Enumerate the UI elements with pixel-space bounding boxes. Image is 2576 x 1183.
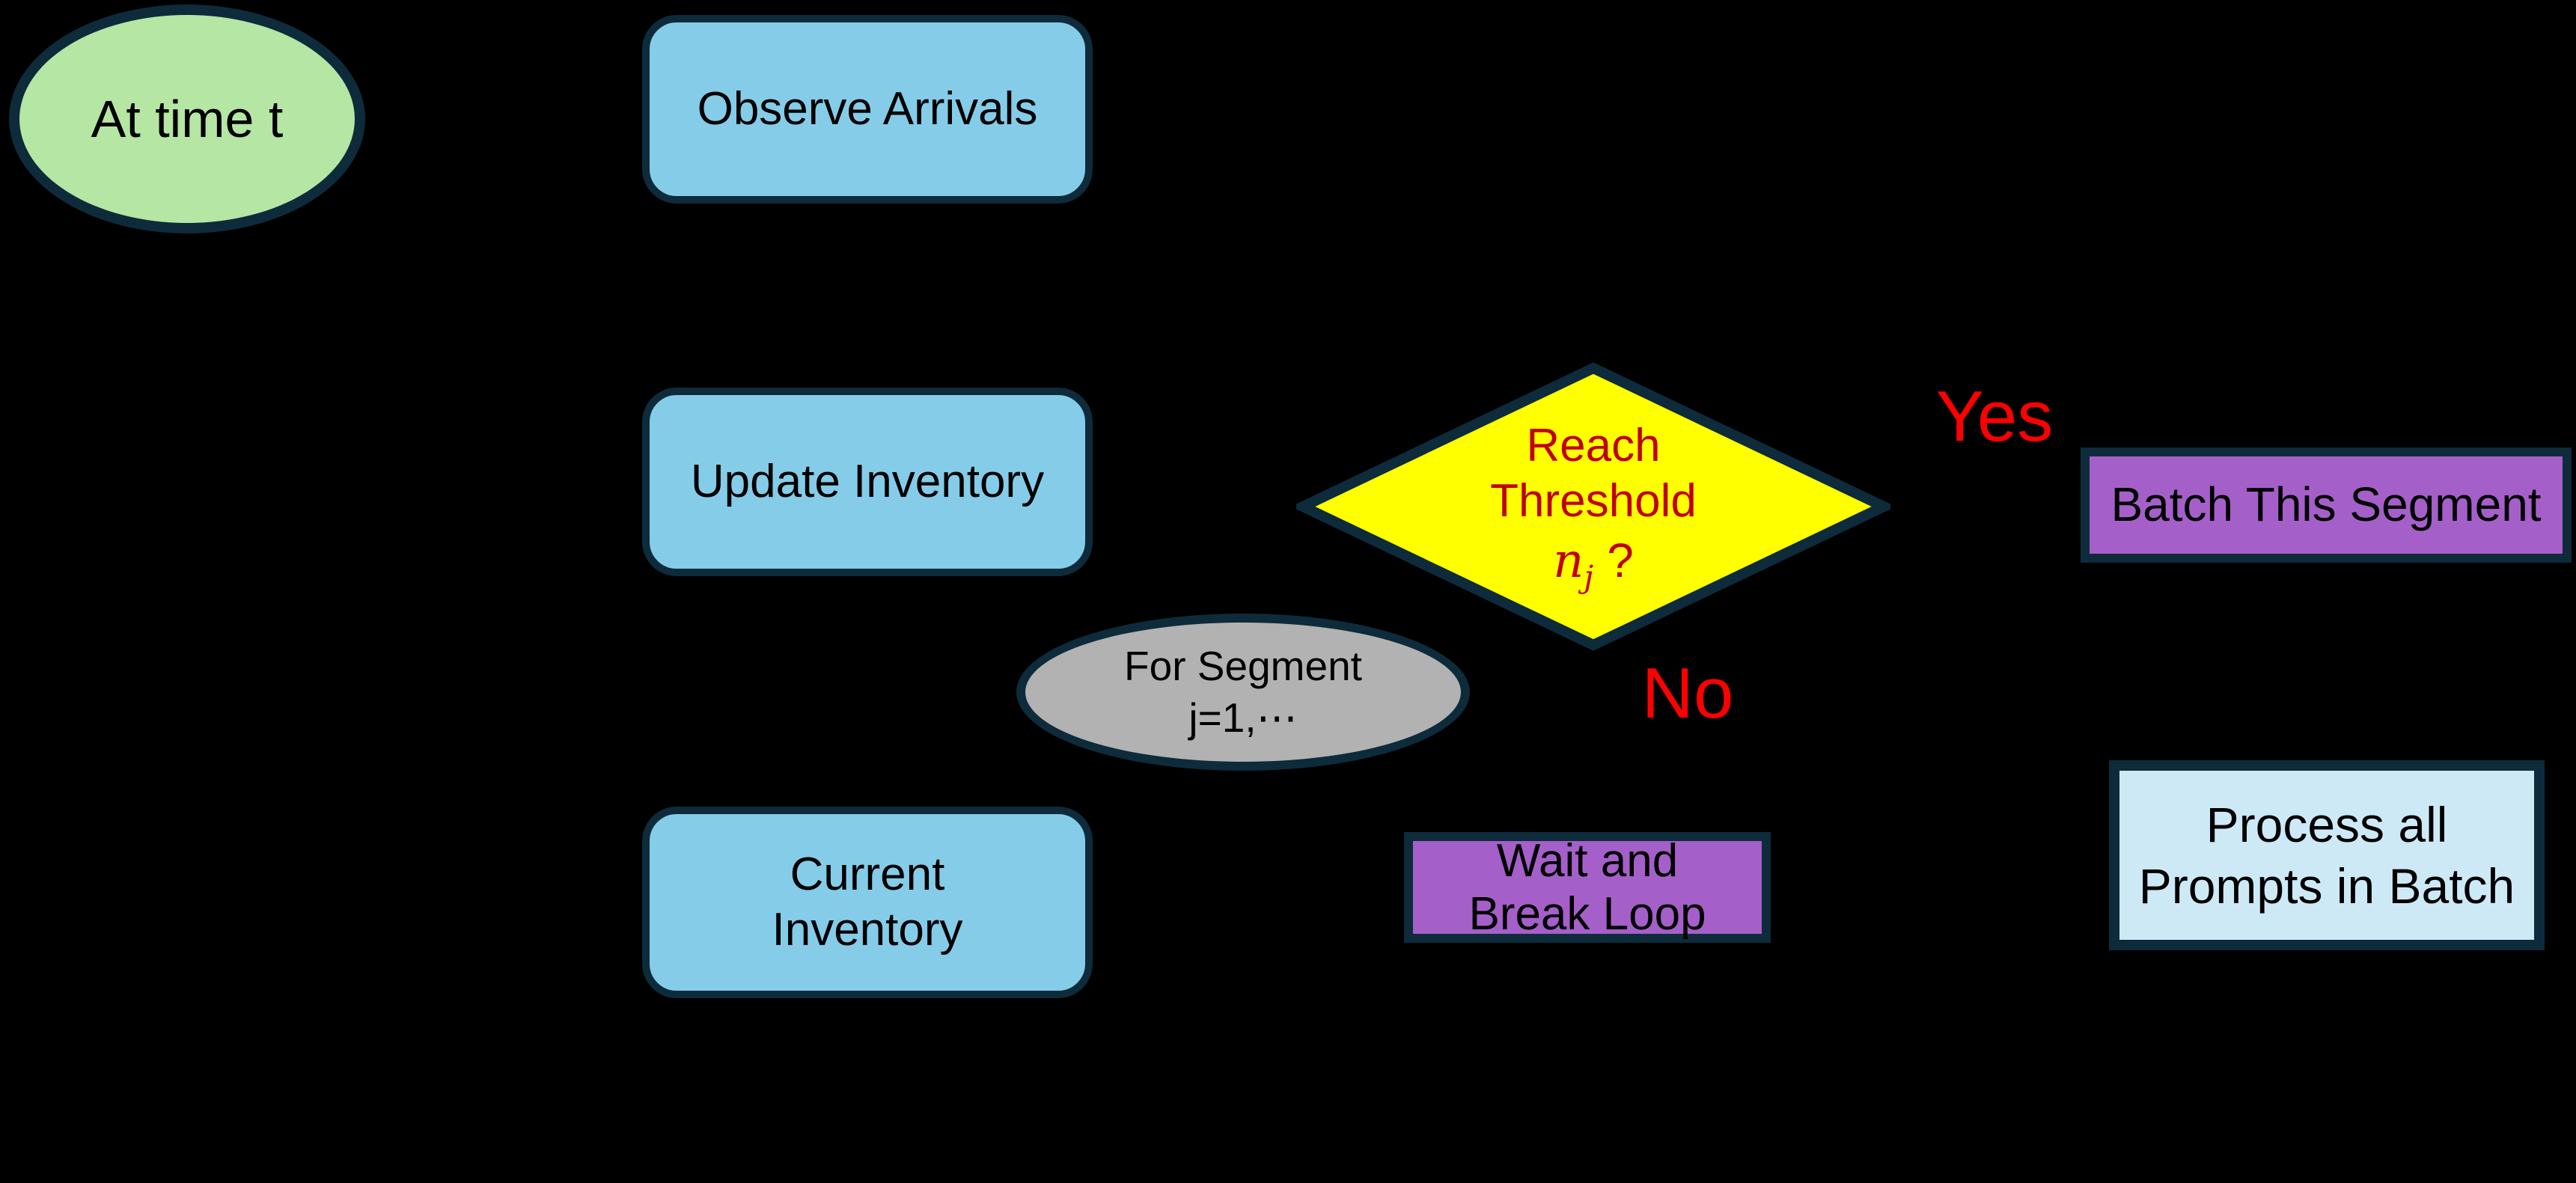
start-node: At time t: [9, 4, 365, 233]
current-inventory-label-line1: Current: [790, 848, 945, 900]
for-segment-loop-node: For Segment j=1,⋯: [1016, 614, 1470, 771]
no-edge-label: No: [1641, 653, 1734, 733]
decision-label-line2: Threshold: [1490, 474, 1697, 527]
batch-segment-label: Batch This Segment: [2110, 477, 2542, 532]
for-segment-label-line1: For Segment: [1124, 643, 1362, 690]
current-inventory-label-line2: Inventory: [772, 904, 963, 956]
decision-diamond-shape: [1296, 362, 1890, 651]
wait-break-label-line2: Break Loop: [1468, 888, 1706, 940]
math-variable-n: n: [1553, 533, 1584, 589]
observe-arrivals-label: Observe Arrivals: [697, 82, 1038, 135]
decision-math-line: nj?: [1553, 533, 1634, 595]
yes-edge-label: Yes: [1935, 376, 2054, 456]
decision-node: Reach Threshold nj?: [1296, 361, 1890, 652]
for-segment-label-line2: j=1,⋯: [1188, 694, 1298, 741]
update-inventory-label: Update Inventory: [690, 455, 1045, 507]
wait-break-label-line1: Wait and: [1496, 834, 1679, 887]
process-batch-label-line1: Process all: [2206, 796, 2448, 852]
start-node-label: At time t: [91, 90, 284, 148]
current-inventory-node: Current Inventory: [642, 807, 1093, 998]
process-batch-node: Process all Prompts in Batch: [2109, 760, 2545, 950]
observe-arrivals-node: Observe Arrivals: [642, 15, 1093, 204]
process-batch-label-line2: Prompts in Batch: [2138, 858, 2515, 914]
decision-label-line1: Reach: [1526, 420, 1661, 472]
math-subscript-j: j: [1584, 557, 1594, 595]
decision-label: Reach Threshold nj?: [1296, 361, 1890, 652]
wait-break-loop-node: Wait and Break Loop: [1404, 832, 1771, 943]
batch-segment-node: Batch This Segment: [2081, 447, 2572, 563]
math-question-mark: ?: [1607, 533, 1634, 587]
update-inventory-node: Update Inventory: [642, 388, 1093, 576]
